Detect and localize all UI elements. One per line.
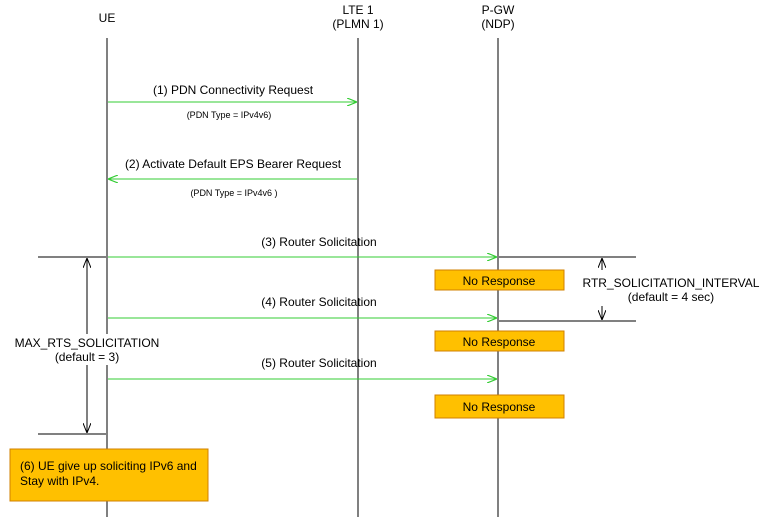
max-rts-name: MAX_RTS_SOLICITATION bbox=[15, 336, 160, 350]
outcome-line-1: (6) UE give up soliciting IPv6 and bbox=[20, 459, 197, 473]
lifeline-pgw-sublabel: (NDP) bbox=[481, 17, 514, 31]
no-response-box-2: No Response bbox=[434, 330, 565, 352]
message-5-label: (5) Router Solicitation bbox=[261, 356, 376, 370]
message-1-label: (1) PDN Connectivity Request bbox=[153, 83, 314, 97]
message-2-label: (2) Activate Default EPS Bearer Request bbox=[125, 157, 342, 171]
message-4-label: (4) Router Solicitation bbox=[261, 295, 376, 309]
lifeline-lte-sublabel: (PLMN 1) bbox=[332, 17, 383, 31]
no-response-label-2: No Response bbox=[463, 335, 536, 349]
lifeline-ue-label: UE bbox=[99, 11, 116, 25]
no-response-label-1: No Response bbox=[463, 274, 536, 288]
no-response-box-1: No Response bbox=[434, 269, 565, 291]
no-response-label-3: No Response bbox=[463, 400, 536, 414]
message-2-param: (PDN Type = IPv4v6 ) bbox=[190, 188, 277, 198]
outcome-line-2: Stay with IPv4. bbox=[20, 474, 99, 488]
rtr-interval-default: (default = 4 sec) bbox=[628, 290, 714, 304]
no-response-box-3: No Response bbox=[434, 394, 565, 419]
message-3-label: (3) Router Solicitation bbox=[261, 235, 376, 249]
max-rts-default: (default = 3) bbox=[55, 350, 119, 364]
lifeline-pgw-label: P-GW bbox=[482, 3, 515, 17]
lifeline-lte-label: LTE 1 bbox=[342, 3, 373, 17]
rtr-interval-name: RTR_SOLICITATION_INTERVAL bbox=[583, 276, 760, 290]
message-1-param: (PDN Type = IPv4v6) bbox=[187, 110, 272, 120]
outcome-box: (6) UE give up soliciting IPv6 and Stay … bbox=[9, 448, 209, 502]
